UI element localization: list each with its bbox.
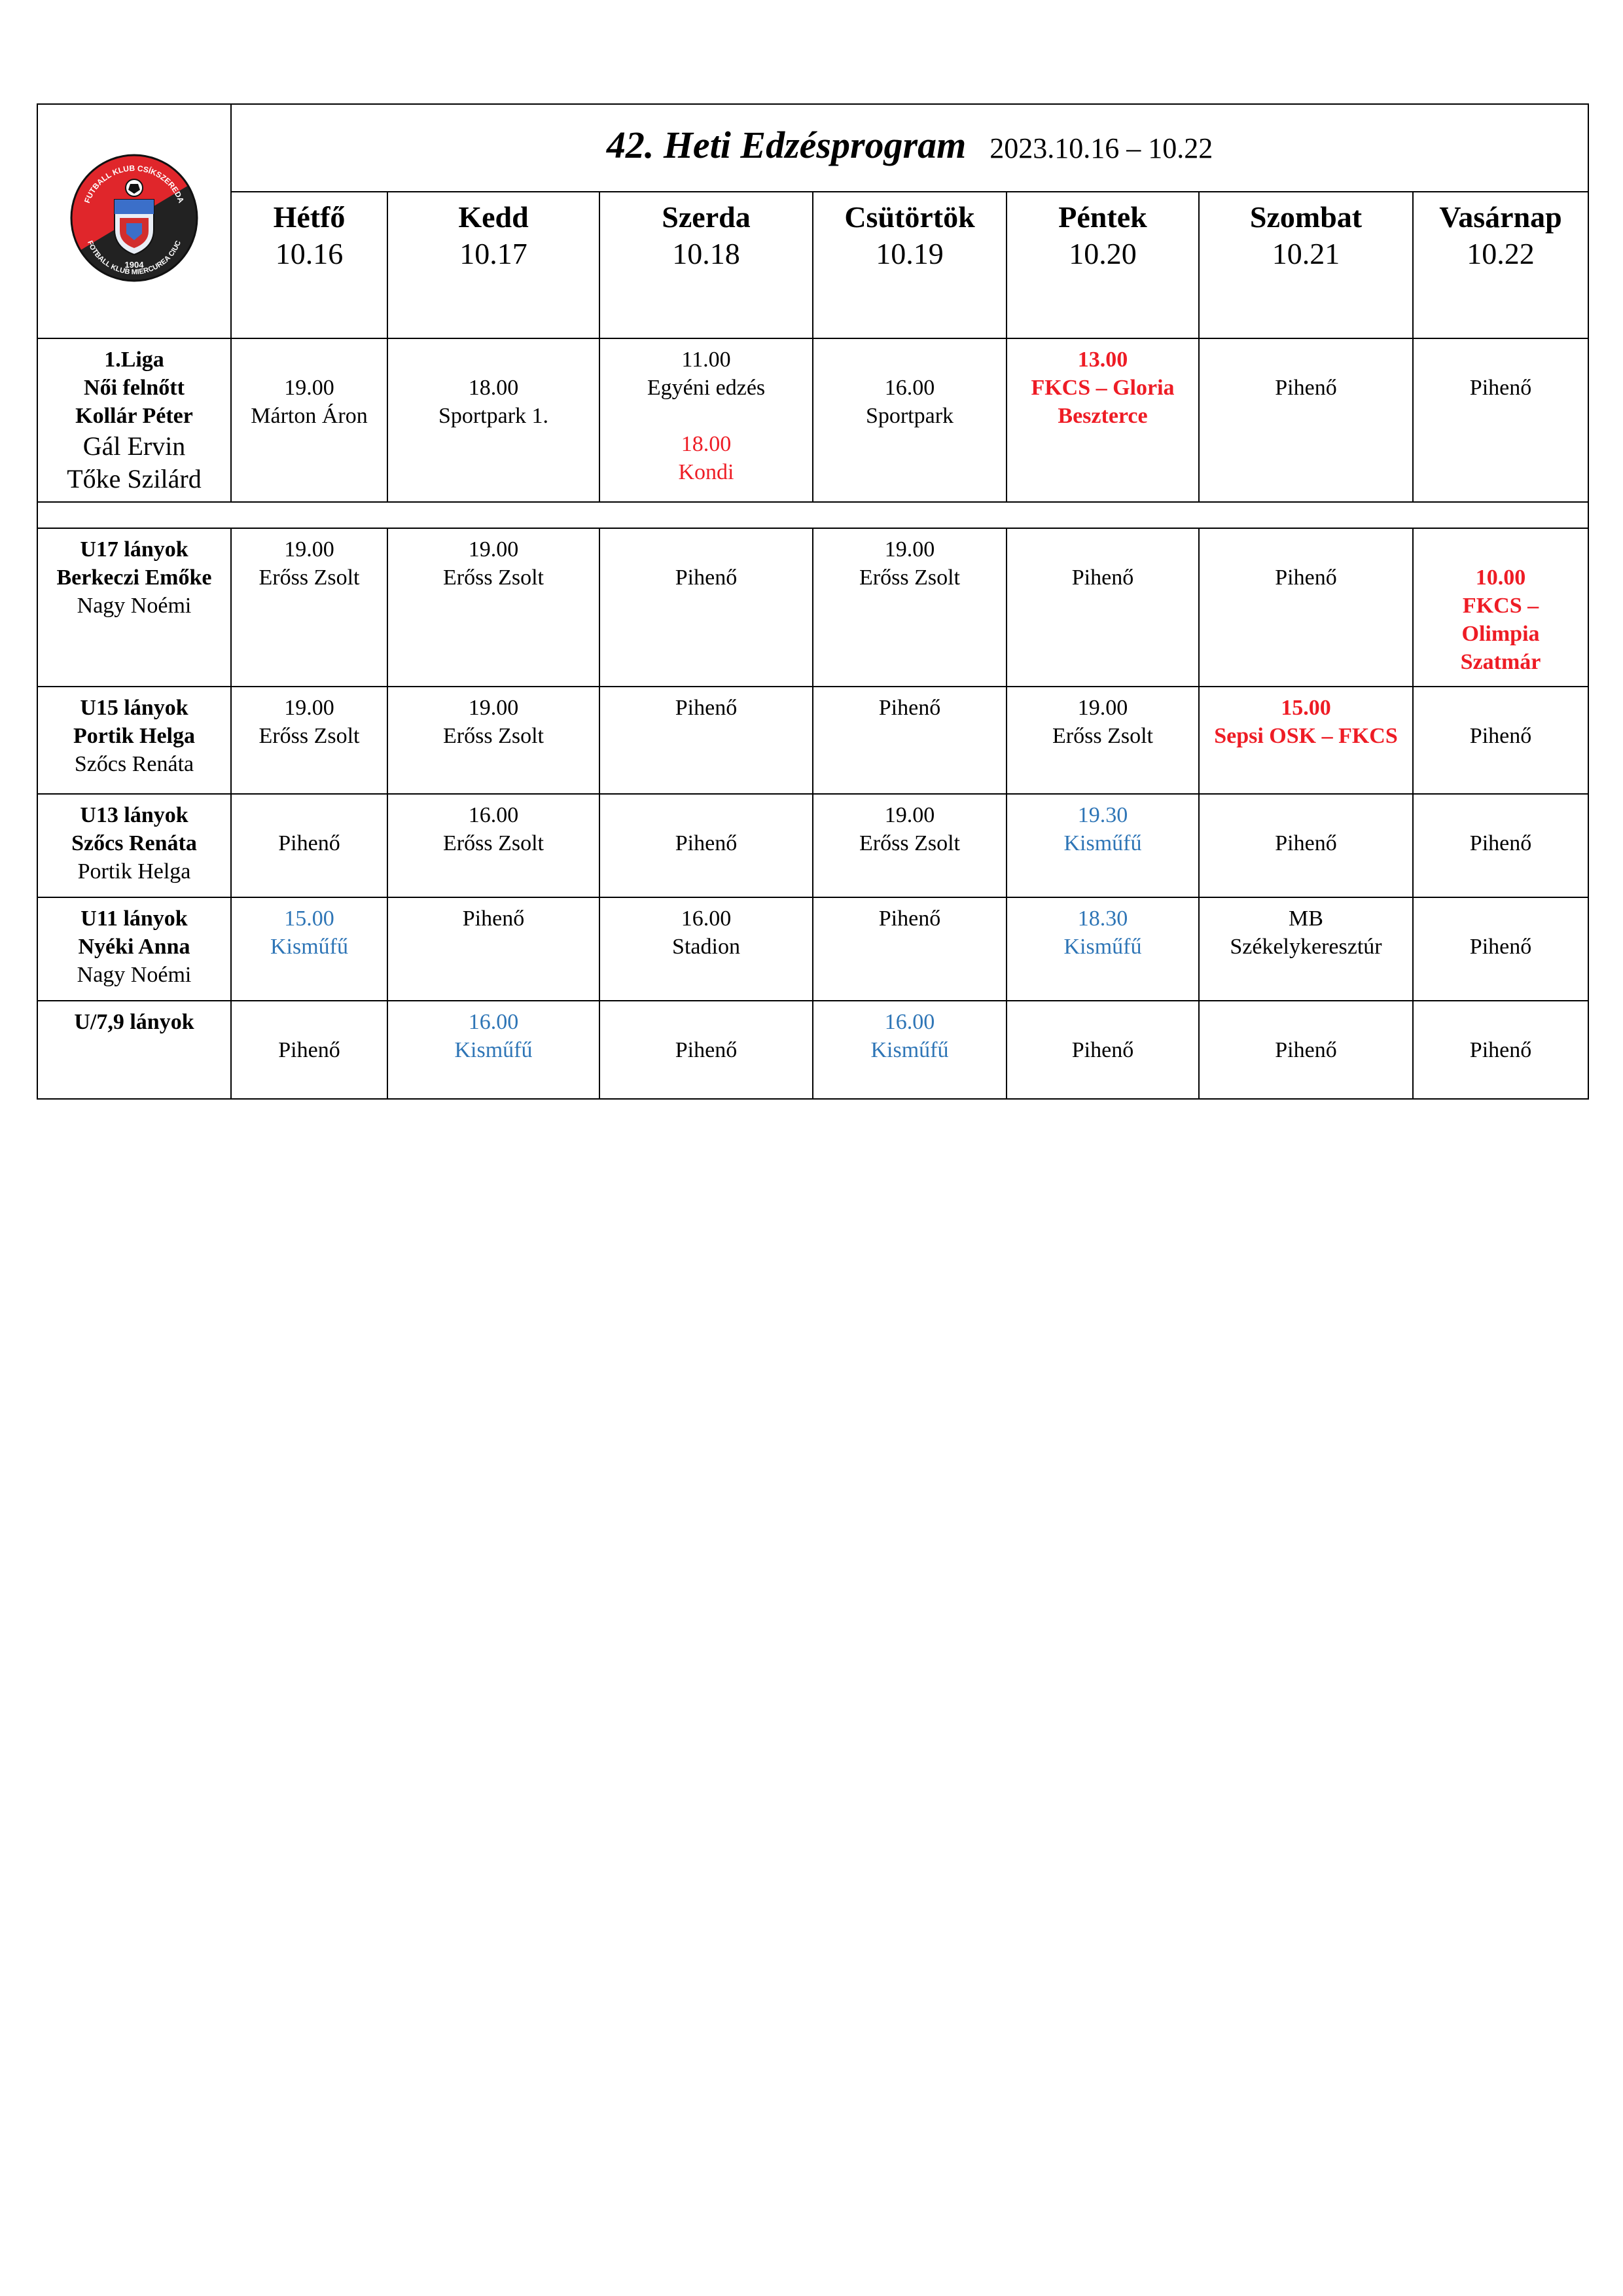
schedule-cell: Pihenő	[387, 897, 600, 1001]
schedule-cell: Pihenő	[812, 897, 1007, 1001]
schedule-cell: Pihenő	[599, 528, 813, 687]
spacer-row	[36, 501, 1590, 529]
title-cell: 42. Heti Edzésprogram 2023.10.16 – 10.22	[230, 103, 1590, 192]
team-label: U/7,9 lányok	[37, 1000, 232, 1100]
team-row: U13 lányok Szőcs Renáta Portik Helga Pih…	[37, 793, 1590, 898]
schedule-cell: Pihenő	[1412, 793, 1590, 898]
schedule-cell: Pihenő	[1412, 686, 1590, 795]
team-label: 1.Liga Női felnőtt Kollár Péter Gál Ervi…	[37, 338, 232, 503]
club-logo-cell: FUTBALL KLUB CSÍKSZEREDA FOTBALL KLUB MI…	[37, 103, 232, 339]
team-label: U13 lányok Szőcs Renáta Portik Helga	[37, 793, 232, 898]
schedule-cell: Pihenő	[599, 793, 813, 898]
schedule-cell: Pihenő	[1006, 1000, 1200, 1100]
team-label: U15 lányok Portik Helga Szőcs Renáta	[37, 686, 232, 795]
team-label: U17 lányok Berkeczi Emőke Nagy Noémi	[37, 528, 232, 687]
team-row: U15 lányok Portik Helga Szőcs Renáta 19.…	[37, 686, 1590, 795]
schedule-cell: Pihenő	[812, 686, 1007, 795]
team-row: 1.Liga Női felnőtt Kollár Péter Gál Ervi…	[37, 338, 1590, 503]
schedule-cell: Pihenő	[599, 1000, 813, 1100]
page-title: 42. Heti Edzésprogram	[606, 124, 967, 166]
title-row: FUTBALL KLUB CSÍKSZEREDA FOTBALL KLUB MI…	[37, 103, 1590, 339]
svg-text:1904: 1904	[125, 260, 145, 270]
schedule-cell: Pihenő	[1412, 897, 1590, 1001]
date-range: 2023.10.16 – 10.22	[990, 132, 1213, 164]
schedule-cell: Pihenő	[1198, 793, 1414, 898]
schedule-cell: Pihenő	[1198, 528, 1414, 687]
team-label: U11 lányok Nyéki Anna Nagy Noémi	[37, 897, 232, 1001]
schedule-cell: Pihenő	[1006, 528, 1200, 687]
schedule-cell: Pihenő	[1412, 338, 1590, 503]
schedule-cell: Pihenő	[1198, 338, 1414, 503]
schedule-cell: Pihenő	[599, 686, 813, 795]
schedule-cell: Pihenő	[230, 793, 388, 898]
schedule-cell: Pihenő	[1412, 1000, 1590, 1100]
schedule-cell: Pihenő	[1198, 1000, 1414, 1100]
schedule-table: FUTBALL KLUB CSÍKSZEREDA FOTBALL KLUB MI…	[36, 103, 1590, 1100]
schedule-cell: Pihenő	[230, 1000, 388, 1100]
team-row: U17 lányok Berkeczi Emőke Nagy Noémi 19.…	[37, 528, 1590, 687]
club-logo: FUTBALL KLUB CSÍKSZEREDA FOTBALL KLUB MI…	[70, 154, 198, 281]
